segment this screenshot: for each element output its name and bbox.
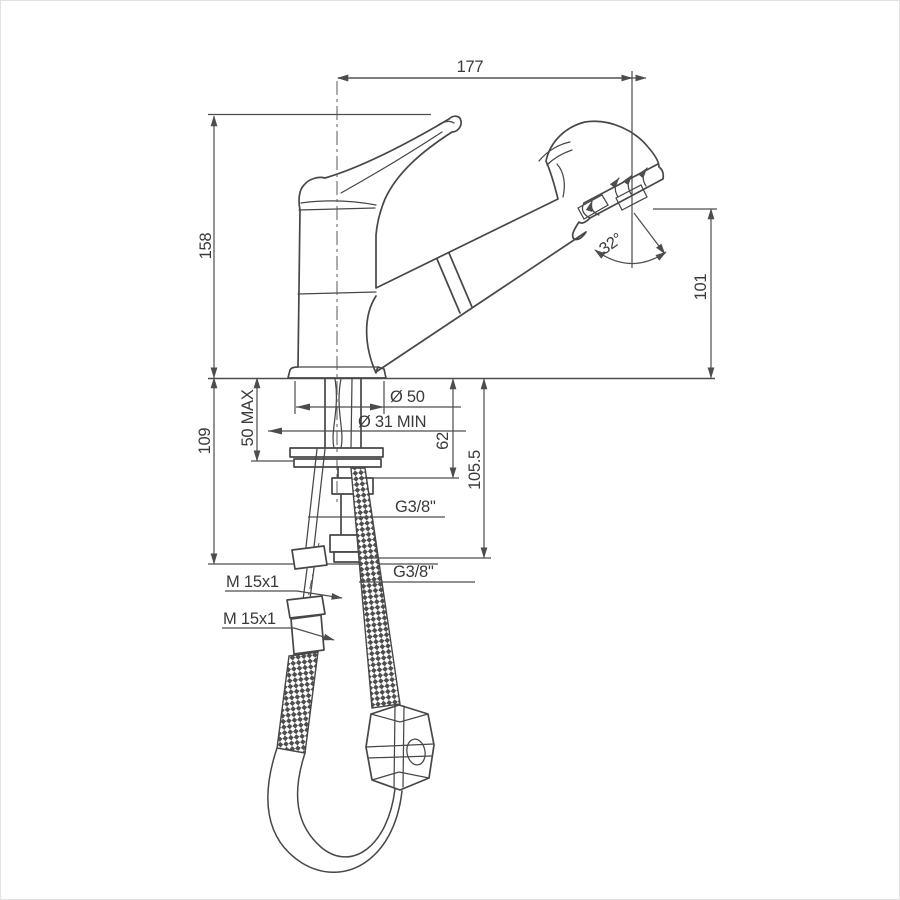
dim-177: 177 xyxy=(457,58,484,76)
counterweight-split-1 xyxy=(365,743,434,748)
dim-101: 101 xyxy=(692,274,710,301)
dim-158: 158 xyxy=(197,233,215,260)
lever-tip-detail xyxy=(437,120,455,126)
label-m15-upper: M 15x1 xyxy=(226,573,279,591)
swivel-arrow-right xyxy=(637,167,648,187)
aerator-tip xyxy=(577,194,609,220)
left-pipe-edge-2 xyxy=(313,448,326,548)
head-trigger-line-1 xyxy=(538,141,571,162)
spray-head xyxy=(538,141,659,220)
inner-hose-3 xyxy=(350,378,353,449)
spout-root-cove xyxy=(365,295,377,374)
spray-ring xyxy=(615,184,648,211)
spout-seam-2 xyxy=(448,252,473,308)
inner-hose-2 xyxy=(338,378,343,449)
dim-d50: Ø 50 xyxy=(390,388,425,406)
counterweight-hose-line-2 xyxy=(402,705,405,788)
arrow-d50-left xyxy=(296,403,310,411)
inner-hose-1 xyxy=(332,378,338,449)
supply-hose-braided xyxy=(276,651,319,754)
label-g38-upper: G3/8" xyxy=(395,498,436,516)
dim-50-max: 50 MAX xyxy=(239,389,257,446)
left-fitting-upper xyxy=(286,595,326,619)
left-pipe-edge-1 xyxy=(305,448,318,548)
head-neck-seam xyxy=(556,163,565,198)
leader-m15-upper xyxy=(296,590,343,600)
dimensions: 177 158 109 50 MAX Ø 50 Ø 31 MIN 62 105.… xyxy=(196,58,717,641)
counterweight-bottom-face xyxy=(371,771,430,781)
dim-109: 109 xyxy=(196,428,214,455)
dim-105-5: 105.5 xyxy=(466,450,484,490)
arrow-d50-right xyxy=(370,403,384,411)
counterweight-hose-line-1 xyxy=(393,706,396,789)
angle-arc xyxy=(594,249,667,265)
head-trigger-line-2 xyxy=(546,149,573,166)
left-pipe-edge-4 xyxy=(309,567,315,600)
lever-crease xyxy=(340,131,443,194)
arrow-d31 xyxy=(268,427,282,435)
label-g38-lower: G3/8" xyxy=(393,563,434,581)
handle-dome-rim xyxy=(300,200,377,206)
angle-leader xyxy=(633,212,666,255)
swivel-arrow-center-1 xyxy=(609,177,620,198)
leader-m15-lower xyxy=(293,627,335,641)
left-fitting-lower xyxy=(290,614,325,655)
hoses xyxy=(267,467,435,873)
swivel-arrow-center-2 xyxy=(622,174,633,195)
left-pipe-edge-3 xyxy=(302,568,308,601)
counterweight-top-face xyxy=(370,713,429,723)
dim-62: 62 xyxy=(434,432,452,450)
hose-loop-inner xyxy=(296,752,396,858)
spout-seam-1 xyxy=(436,258,461,314)
label-m15-lower: M 15x1 xyxy=(223,610,276,628)
hose-loop-outer xyxy=(267,747,403,873)
faucet-body xyxy=(287,115,665,379)
spray-hose-braided xyxy=(350,467,401,709)
counterweight-split-2 xyxy=(367,755,432,759)
dim-d31-min: Ø 31 MIN xyxy=(358,413,426,431)
left-pipe-nut xyxy=(291,545,328,570)
swivel-arrow-left xyxy=(585,200,600,216)
counterweight-hole xyxy=(406,738,426,766)
